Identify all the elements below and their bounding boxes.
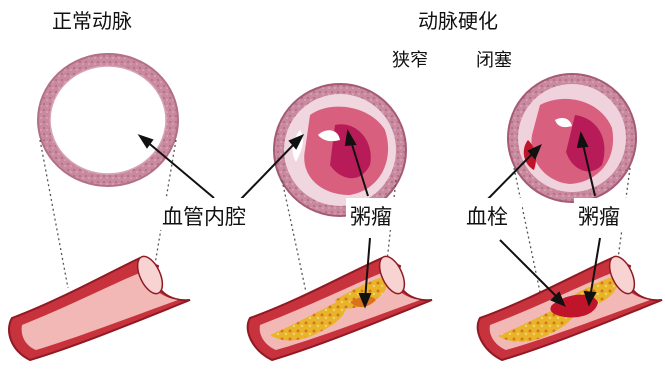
- label-thrombus: 血栓: [466, 205, 508, 229]
- normal-vessel-tube: [9, 253, 190, 360]
- occlusion-cross-section: [508, 74, 636, 202]
- label-plaque-2: 粥瘤: [578, 205, 620, 229]
- narrowing-cross-section: [274, 84, 406, 216]
- label-occlusion: 闭塞: [476, 50, 512, 71]
- occlusion-vessel-tube: [478, 253, 662, 360]
- narrowing-vessel-tube: [248, 253, 432, 360]
- label-plaque-1: 粥瘤: [350, 205, 392, 229]
- label-lumen: 血管内腔: [162, 205, 246, 229]
- normal-cross-section: [38, 54, 178, 186]
- label-narrowing: 狭窄: [392, 50, 428, 71]
- title-atherosclerosis: 动脉硬化: [418, 9, 498, 33]
- title-normal-artery: 正常动脉: [52, 9, 132, 33]
